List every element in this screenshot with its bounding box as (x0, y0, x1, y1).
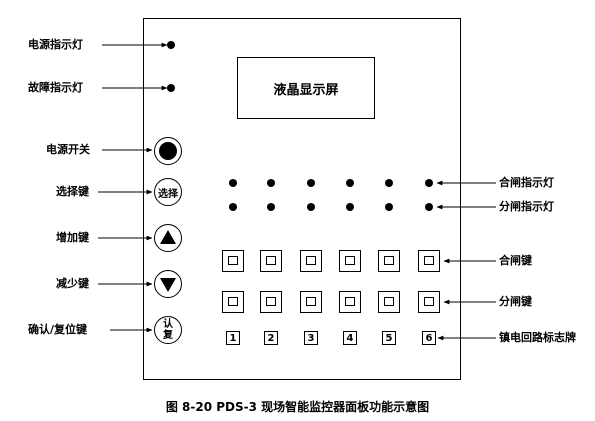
loop-number-label: 2 (264, 331, 278, 345)
confirm-reset-button[interactable]: 认 复 (154, 316, 182, 344)
open-key[interactable] (378, 291, 400, 313)
close-key[interactable] (260, 250, 282, 272)
open-key[interactable] (222, 291, 244, 313)
open-key[interactable] (260, 291, 282, 313)
loop-number-label: 5 (382, 331, 396, 345)
label-loop-sign: 镇电回路标志牌 (499, 331, 576, 344)
close-indicator-led (385, 179, 393, 187)
label-open-key: 分闸键 (499, 295, 532, 308)
close-key[interactable] (222, 250, 244, 272)
open-indicator-led (307, 203, 315, 211)
label-increase-key: 增加键 (56, 231, 89, 244)
open-key[interactable] (418, 291, 440, 313)
panel-frame (143, 18, 461, 380)
open-key[interactable] (339, 291, 361, 313)
select-button-label: 选择 (158, 188, 178, 200)
open-indicator-led (346, 203, 354, 211)
fault-indicator-led (167, 84, 175, 92)
select-button[interactable]: 选择 (154, 178, 182, 206)
lcd-label: 液晶显示屏 (273, 82, 339, 98)
decrease-button[interactable] (154, 270, 182, 298)
close-indicator-led (346, 179, 354, 187)
label-fault-indicator: 故障指示灯 (28, 81, 83, 94)
label-decrease-key: 减少键 (56, 277, 89, 290)
label-select-key: 选择键 (56, 185, 89, 198)
arrow-up-icon (160, 230, 176, 244)
lcd-display: 液晶显示屏 (237, 57, 375, 119)
close-indicator-led (425, 179, 433, 187)
label-close-indicator: 合闸指示灯 (499, 176, 554, 189)
open-key[interactable] (300, 291, 322, 313)
open-indicator-led (267, 203, 275, 211)
close-indicator-led (307, 179, 315, 187)
close-key[interactable] (300, 250, 322, 272)
arrow-down-icon (160, 278, 176, 292)
close-indicator-led (229, 179, 237, 187)
increase-button[interactable] (154, 224, 182, 252)
figure-caption: 图 8-20 PDS-3 现场智能监控器面板功能示意图 (165, 400, 430, 414)
power-switch-knob (159, 142, 177, 160)
loop-number-label: 4 (343, 331, 357, 345)
loop-number-label: 6 (422, 331, 436, 345)
label-close-key: 合闸键 (499, 254, 532, 267)
close-key[interactable] (378, 250, 400, 272)
label-open-indicator: 分闸指示灯 (499, 200, 554, 213)
power-indicator-led (167, 41, 175, 49)
close-key[interactable] (339, 250, 361, 272)
loop-number-label: 3 (304, 331, 318, 345)
open-indicator-led (385, 203, 393, 211)
label-confirm-reset-key: 确认/复位键 (28, 323, 88, 336)
open-indicator-led (229, 203, 237, 211)
open-indicator-led (425, 203, 433, 211)
close-indicator-led (267, 179, 275, 187)
label-power-indicator: 电源指示灯 (28, 38, 83, 51)
power-switch-button[interactable] (154, 137, 182, 165)
loop-number-label: 1 (226, 331, 240, 345)
label-power-switch: 电源开关 (46, 143, 90, 156)
close-key[interactable] (418, 250, 440, 272)
